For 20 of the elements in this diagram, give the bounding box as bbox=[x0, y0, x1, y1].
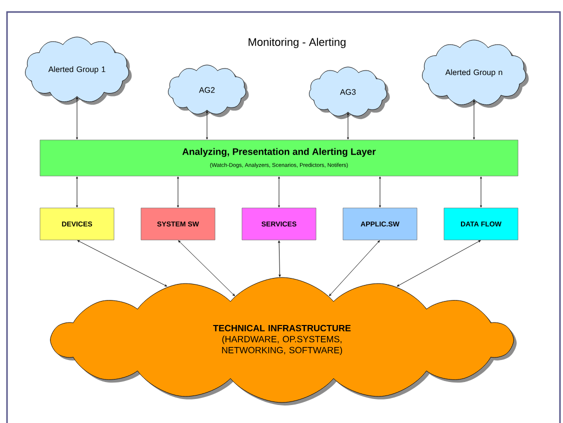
arrow bbox=[206, 110, 208, 140]
arrow bbox=[278, 176, 280, 208]
arrow bbox=[480, 176, 482, 208]
arrow bbox=[76, 97, 78, 140]
arrow bbox=[178, 240, 235, 296]
cloud: AG3 bbox=[308, 66, 390, 120]
arrow bbox=[77, 240, 168, 286]
arrow bbox=[278, 240, 281, 277]
title: Monitoring - Alerting bbox=[248, 38, 346, 48]
arrow bbox=[379, 176, 381, 208]
cloud: AG2 bbox=[168, 64, 249, 118]
cloud: Alerted Group n bbox=[422, 40, 529, 108]
arrow bbox=[329, 240, 380, 296]
arrow bbox=[396, 240, 481, 286]
arrow bbox=[473, 100, 475, 140]
arrow bbox=[76, 176, 78, 208]
infrastructure-cloud: TECHNICAL INFRASTRUCTURE (HARDWARE, OP.SYSTEMS, NETWORKING, SOFTWARE) bbox=[50, 277, 517, 406]
arrow bbox=[347, 112, 349, 140]
arrow bbox=[177, 176, 179, 208]
cloud: Alerted Group 1 bbox=[25, 36, 132, 105]
